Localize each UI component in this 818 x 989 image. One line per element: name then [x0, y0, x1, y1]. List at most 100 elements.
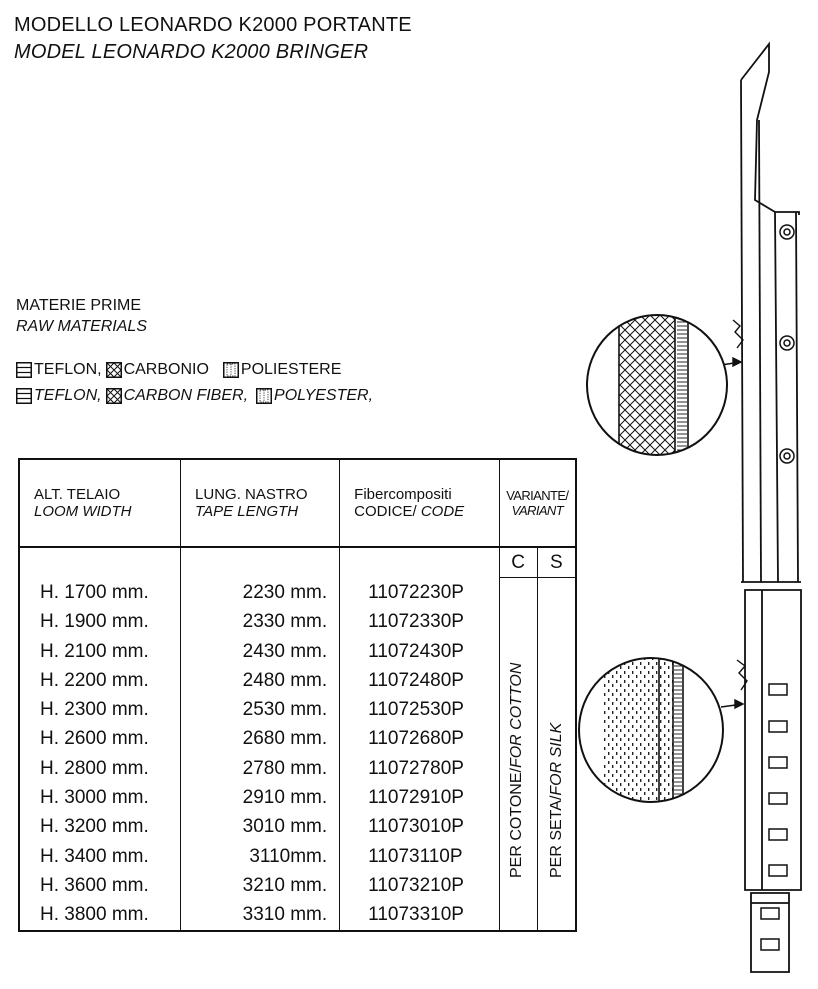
- polyester-label: POLYESTER,: [274, 387, 374, 404]
- tape-length-cell: 2430 mm.: [180, 636, 341, 667]
- col-header-variant: VARIANTE/ VARIANT: [499, 459, 576, 548]
- tape-length-cell: 2530 mm.: [180, 695, 341, 725]
- code-cell: 11072230P: [339, 577, 500, 608]
- table-row: H. 2100 mm.2430 mm.11072430P: [19, 636, 576, 667]
- tape-length-cell: 3210 mm.: [180, 871, 341, 901]
- teflon-swatch-icon: [16, 388, 32, 404]
- variant-silk-en: FOR SILK: [548, 722, 565, 796]
- loom-width-cell: H. 3800 mm.: [19, 900, 182, 931]
- variant-c-empty: [499, 783, 538, 813]
- col-header-variant-en: VARIANT: [511, 503, 564, 518]
- materials-legend-italian: TEFLON, CARBONIO POLIESTERE: [16, 361, 345, 379]
- variant-c-empty: [499, 636, 538, 667]
- variant-s-cell: S: [537, 547, 576, 579]
- break-mark-icon: [732, 319, 744, 349]
- detail-polyester: [578, 657, 724, 803]
- col-header-code-prefix: CODICE/: [354, 503, 417, 520]
- code-cell: 11072680P: [339, 724, 500, 755]
- table-row: H. 2200 mm.2480 mm.11072480P: [19, 666, 576, 696]
- col-header-loom-width-en: LOOM WIDTH: [34, 503, 132, 520]
- loom-width-cell: H. 3600 mm.: [19, 871, 182, 901]
- loom-width-cell: H. 3200 mm.: [19, 812, 182, 842]
- code-cell: 11072480P: [339, 666, 500, 696]
- tape-length-cell: 2680 mm.: [180, 724, 341, 755]
- variant-silk-note: PER SETA/FOR SILK: [548, 690, 566, 878]
- polyester-label: POLIESTERE: [240, 361, 342, 378]
- break-mark-icon: [736, 659, 748, 691]
- table-row: H. 3400 mm.3110mm.11073110P: [19, 841, 576, 872]
- code-cell: 11072530P: [339, 695, 500, 725]
- col-header-code-it: Fibercompositi: [354, 486, 452, 503]
- rivets: [779, 224, 795, 464]
- loom-width-cell: H. 3000 mm.: [19, 783, 182, 813]
- code-cell: 11072780P: [339, 754, 500, 784]
- code-cell: 11073310P: [339, 900, 500, 931]
- detail-carbon-fiber: [586, 314, 728, 456]
- table-row: H. 3600 mm.3210 mm.11073210P: [19, 871, 576, 901]
- teflon-label: TEFLON,: [34, 361, 102, 378]
- loom-width-cell: H. 1900 mm.: [19, 607, 182, 637]
- col-header-loom-width-it: ALT. TELAIO: [34, 486, 121, 503]
- variant-s-empty: [537, 901, 576, 931]
- tape-length-cell: 2480 mm.: [180, 666, 341, 696]
- tape-length-cell: 3010 mm.: [180, 812, 341, 842]
- tape-length-cell: 2230 mm.: [180, 577, 341, 608]
- variant-c-empty: [499, 900, 538, 931]
- teflon-label: TEFLON,: [34, 387, 102, 404]
- col-header-variant-it: VARIANTE/: [506, 488, 569, 503]
- col-header-code-en: CODE: [420, 503, 465, 520]
- variant-c-empty: [499, 754, 538, 784]
- col-header-tape-length-en: TAPE LENGTH: [195, 503, 299, 520]
- tape-length-cell: 2330 mm.: [180, 607, 341, 637]
- polyester-swatch-icon: [256, 388, 273, 404]
- polyester-swatch-icon: [222, 362, 239, 378]
- table-row: H. 1900 mm.2330 mm.11072330P: [19, 607, 576, 637]
- code-cell: 11073210P: [339, 871, 500, 901]
- table-row: C S: [19, 547, 576, 579]
- table-header-row: ALT. TELAIO LOOM WIDTH LUNG. NASTRO TAPE…: [19, 459, 576, 548]
- table-row: H. 2300 mm.2530 mm.11072530P: [19, 695, 576, 725]
- loom-width-cell: H. 2600 mm.: [19, 724, 182, 755]
- loom-width-cell: H. 1700 mm.: [19, 577, 182, 608]
- table-row: H. 2600 mm.2680 mm.11072680P: [19, 724, 576, 755]
- code-cell: 11073110P: [339, 841, 500, 872]
- variant-silk-it: PER SETA/: [548, 795, 565, 878]
- code-cell: 11072330P: [339, 607, 500, 637]
- table-row: H. 3000 mm.2910 mm.11072910P: [19, 783, 576, 813]
- variant-c-empty: [499, 666, 538, 696]
- code-cell: 11072910P: [339, 783, 500, 813]
- code-cell: 11072430P: [339, 636, 500, 667]
- tape-length-cell: 2910 mm.: [180, 783, 341, 813]
- tape-length-cell: 3110mm.: [180, 841, 341, 872]
- teflon-swatch-icon: [16, 362, 32, 378]
- variant-c-empty: [499, 577, 538, 608]
- variant-c-empty: [499, 724, 538, 755]
- title-english: MODEL LEONARDO K2000 BRINGER: [14, 41, 369, 63]
- variant-s-empty: [537, 608, 576, 637]
- table-row: H. 2800 mm.2780 mm.11072780P: [19, 754, 576, 784]
- loom-width-cell: H. 2800 mm.: [19, 754, 182, 784]
- materials-heading-italian: MATERIE PRIME: [16, 297, 142, 314]
- variant-cotton-it: PER COTONE/: [508, 768, 525, 878]
- spec-table: ALT. TELAIO LOOM WIDTH LUNG. NASTRO TAPE…: [18, 458, 577, 932]
- leader-arrows: [720, 356, 745, 710]
- col-header-tape-length: LUNG. NASTRO TAPE LENGTH: [180, 459, 341, 548]
- variant-cotton-note: PER COTONE/FOR COTTON: [508, 632, 526, 878]
- materials-legend-english: TEFLON, CARBON FIBER, POLYESTER,: [16, 387, 377, 405]
- col-header-loom-width: ALT. TELAIO LOOM WIDTH: [19, 459, 182, 548]
- variant-c-cell: C: [499, 547, 538, 579]
- loom-width-cell: H. 2300 mm.: [19, 695, 182, 725]
- variant-s-empty: [537, 578, 576, 608]
- variant-c-empty: [499, 695, 538, 725]
- bringer-tape-drawing: [578, 41, 802, 973]
- tape-length-cell: 3310 mm.: [180, 900, 341, 931]
- loom-width-cell: H. 2100 mm.: [19, 636, 182, 667]
- slots: [760, 683, 788, 951]
- carbon-label: CARBONIO: [123, 361, 209, 378]
- tape-outline: [740, 41, 802, 973]
- loom-width-cell: H. 3400 mm.: [19, 841, 182, 872]
- col-header-tape-length-it: LUNG. NASTRO: [195, 486, 308, 503]
- variant-cotton-en: FOR COTTON: [508, 662, 525, 769]
- loom-width-cell: H. 2200 mm.: [19, 666, 182, 696]
- tape-length-cell: 2780 mm.: [180, 754, 341, 784]
